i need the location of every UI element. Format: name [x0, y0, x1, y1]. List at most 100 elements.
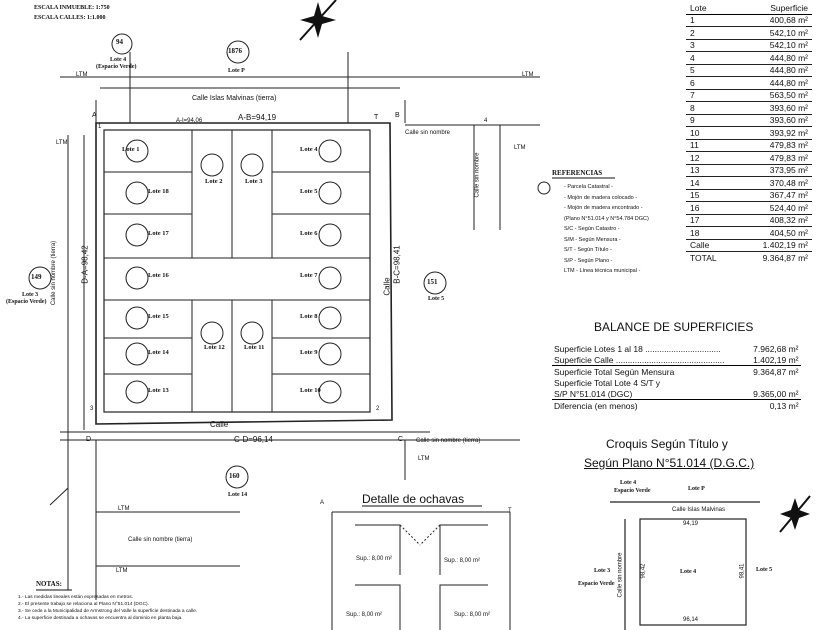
lot-5-label: Lote 5	[300, 188, 318, 195]
referencia-item: (Plano N°51.014 y N°54.784 DGC)	[564, 215, 649, 222]
balance-value: 9.365,00 m²	[753, 388, 799, 399]
table-cell-superficie: 373,95 m²	[749, 164, 812, 177]
lot-17-label: Lote 17	[148, 230, 169, 237]
espacio-verde-top-label: (Espacio Verde)	[96, 64, 137, 70]
lote-p-label: Lote P	[228, 68, 245, 74]
calle-sin-nombre-left-label: Calle sin nombre (tierra)	[51, 240, 58, 306]
table-cell-superficie: 367,47 m²	[749, 189, 812, 202]
nota-item: 3.- Se cede a la Municipalidad de Armstr…	[18, 609, 198, 614]
table-cell-lote: 15	[686, 189, 749, 202]
balance-row: Superficie Calle .......................…	[552, 354, 801, 366]
table-cell-superficie: 479,83 m²	[749, 151, 812, 165]
dim-bc: B-C=98,41	[392, 245, 402, 284]
detalle-title: Detalle de ochavas	[362, 492, 465, 506]
balance-label: Superficie Total Lote 4 S/T y	[554, 377, 660, 388]
croquis-lote3: Lote 3	[594, 568, 611, 574]
lot-7-label: Lote 7	[300, 272, 318, 279]
croquis-calle-islas: Calle Islas Malvinas	[672, 507, 726, 513]
balance-value: 7.962,68 m²	[753, 343, 799, 354]
croquis-lote4: Lote 4	[680, 569, 697, 575]
lot-2-label: Lote 2	[205, 178, 223, 185]
balance-label: Diferencia (en menos)	[554, 400, 638, 411]
table-header-superficie: Superficie	[749, 2, 812, 15]
referencia-item: S/M - Según Mensura -	[564, 236, 621, 243]
lot-11-label: Lote 11	[244, 344, 265, 351]
referencias-title: REFERENCIAS	[552, 169, 603, 177]
north-arrow-icon	[299, 0, 337, 41]
table-cell-lote: 6	[686, 76, 749, 90]
table-cell-lote: TOTAL	[690, 252, 717, 263]
corner-4: 4	[484, 118, 488, 124]
calle-right-label: Calle	[382, 277, 392, 296]
ltm-label-5: LTM	[418, 456, 430, 462]
parcel-94-label: 94	[116, 38, 123, 46]
calle-malvinas-label: Calle Islas Malvinas (tierra)	[192, 95, 277, 102]
table-cell-lote: 1	[686, 14, 749, 27]
table-header-lote: Lote	[686, 2, 749, 15]
lot-8-label: Lote 8	[300, 313, 318, 320]
table-cell-superficie: 393,60 m²	[749, 114, 812, 127]
table-cell-superficie: 370,48 m²	[749, 176, 812, 190]
croquis-calle-sin-nombre: Calle sin nombre	[617, 552, 624, 598]
corner-1: 1	[98, 124, 102, 130]
lote5-label: Lote 5	[428, 296, 445, 302]
parcel-160-label: 160	[229, 472, 240, 480]
croquis-dim-left: 98,42	[640, 563, 647, 579]
ltm-label-1: LTM	[76, 72, 88, 78]
balance-table: Superficie Lotes 1 al 18 ...............…	[552, 343, 801, 411]
table-cell-lote: 4	[686, 51, 749, 65]
ltm-label-3: LTM	[56, 140, 68, 146]
table-cell-superficie: 542,10 m²	[749, 39, 812, 52]
detalle-sup-3: Sup.: 8,00 m²	[346, 612, 383, 618]
balance-label: Superficie Calle .......................…	[554, 354, 725, 365]
table-cell-lote: 2	[686, 26, 749, 40]
table-cell-lote: Calle	[686, 238, 749, 252]
nota-item: 1.- Las medidas lineales están expresada…	[18, 595, 133, 600]
corner-d: D	[86, 436, 92, 443]
nota-item: 2.- El presente trabajo se relaciona al …	[18, 602, 149, 607]
croquis-lote4-top: Lote 4	[620, 480, 637, 486]
table-cell-superficie: 408,32 m²	[749, 214, 812, 227]
table-cell-lote: 16	[686, 201, 749, 215]
ltm-label-2: LTM	[522, 72, 534, 78]
calle-sin-nombre-bottom-right-label: Calle sin nombre (tierra)	[416, 438, 481, 444]
balance-value	[727, 377, 801, 388]
notas-list: 1.- Las medidas lineales están expresada…	[18, 594, 197, 622]
ltm-label-7: LTM	[116, 568, 128, 574]
ltm-label-4: LTM	[514, 145, 526, 151]
referencia-item: - Mojón de madera colocado -	[564, 194, 638, 201]
scale-inmueble: ESCALA INMUEBLE: 1:750	[34, 5, 110, 11]
table-cell-lote: 5	[686, 64, 749, 77]
table-cell-superficie: 393,92 m²	[749, 126, 812, 140]
table-cell-lote: 17	[686, 214, 749, 227]
table-cell-superficie: 563,50 m²	[749, 89, 812, 102]
referencia-item: S/C - Según Catastro -	[564, 226, 620, 232]
corner-3: 3	[90, 406, 94, 412]
dim-cd: C-D=96,14	[234, 435, 273, 444]
lot-1-label: Lote 1	[122, 146, 140, 153]
lot-18-label: Lote 18	[148, 188, 169, 195]
table-cell-lote: 14	[686, 176, 749, 190]
corner-c: C	[398, 436, 404, 443]
lot-16-label: Lote 16	[148, 272, 169, 279]
referencia-item: - Mojón de madera encontrado -	[564, 205, 643, 211]
dim-ab: A-B=94,19	[238, 113, 277, 122]
detalle-corner-t: T	[508, 508, 512, 514]
lote4-ev-label: Lote 4	[110, 57, 127, 63]
lot-13-label: Lote 13	[148, 387, 169, 394]
lot-12-label: Lote 12	[204, 344, 225, 351]
balance-row: Superficie Lotes 1 al 18 ...............…	[552, 343, 801, 354]
referencia-item: S/P - Según Plano -	[564, 257, 613, 264]
